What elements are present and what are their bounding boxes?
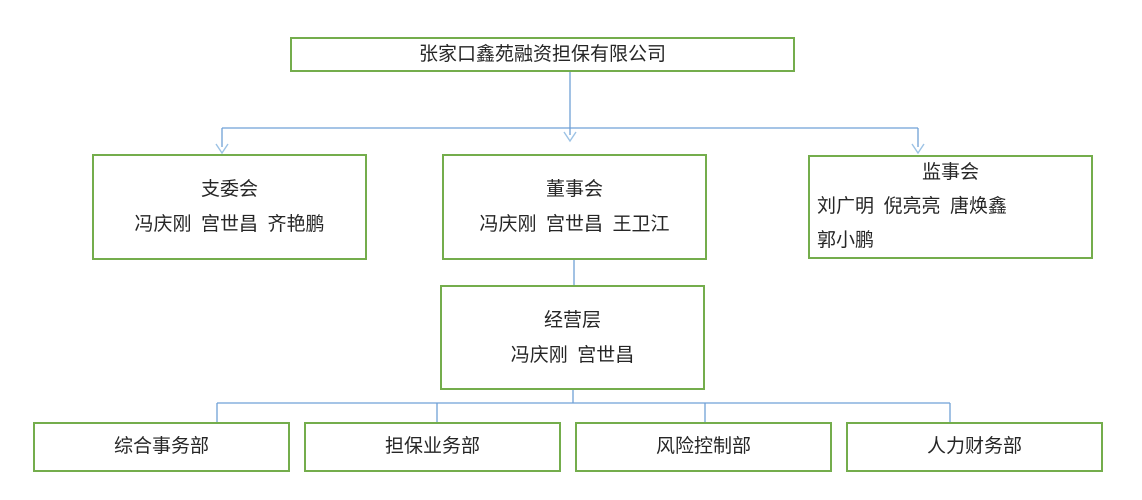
dept-risk-control-box: 风险控制部 (575, 422, 832, 472)
supervisory-board-title: 监事会 (921, 162, 979, 183)
dept-risk-control-label: 风险控制部 (655, 436, 751, 457)
branch-committee-title: 支委会 (200, 179, 258, 200)
management-layer-box: 经营层 冯庆刚 宫世昌 (440, 285, 705, 390)
board-of-directors-box: 董事会 冯庆刚 宫世昌 王卫江 (442, 154, 707, 260)
arrow-down-icon (215, 143, 229, 155)
arrow-down-icon (911, 143, 925, 155)
board-of-directors-members: 冯庆刚 宫世昌 王卫江 (479, 214, 670, 235)
dept-general-affairs-label: 综合事务部 (113, 436, 209, 457)
board-of-directors-title: 董事会 (545, 179, 603, 200)
dept-general-affairs-box: 综合事务部 (33, 422, 290, 472)
management-layer-members: 冯庆刚 宫世昌 (510, 344, 635, 366)
company-box: 张家口鑫苑融资担保有限公司 (290, 37, 795, 72)
arrow-down-icon (563, 131, 577, 143)
supervisory-board-members: 刘广明 倪亮亮 唐焕鑫 郭小鹏 (817, 196, 1008, 251)
management-layer-title: 经营层 (543, 309, 601, 331)
dept-guarantee-business-box: 担保业务部 (304, 422, 561, 472)
dept-guarantee-business-label: 担保业务部 (384, 436, 480, 457)
company-title: 张家口鑫苑融资担保有限公司 (418, 44, 666, 65)
branch-committee-box: 支委会 冯庆刚 宫世昌 齐艳鹏 (92, 154, 367, 260)
branch-committee-members: 冯庆刚 宫世昌 齐艳鹏 (134, 214, 325, 235)
dept-hr-finance-box: 人力财务部 (846, 422, 1103, 472)
dept-hr-finance-label: 人力财务部 (926, 436, 1022, 457)
supervisory-board-box: 监事会 刘广明 倪亮亮 唐焕鑫 郭小鹏 (808, 155, 1093, 259)
